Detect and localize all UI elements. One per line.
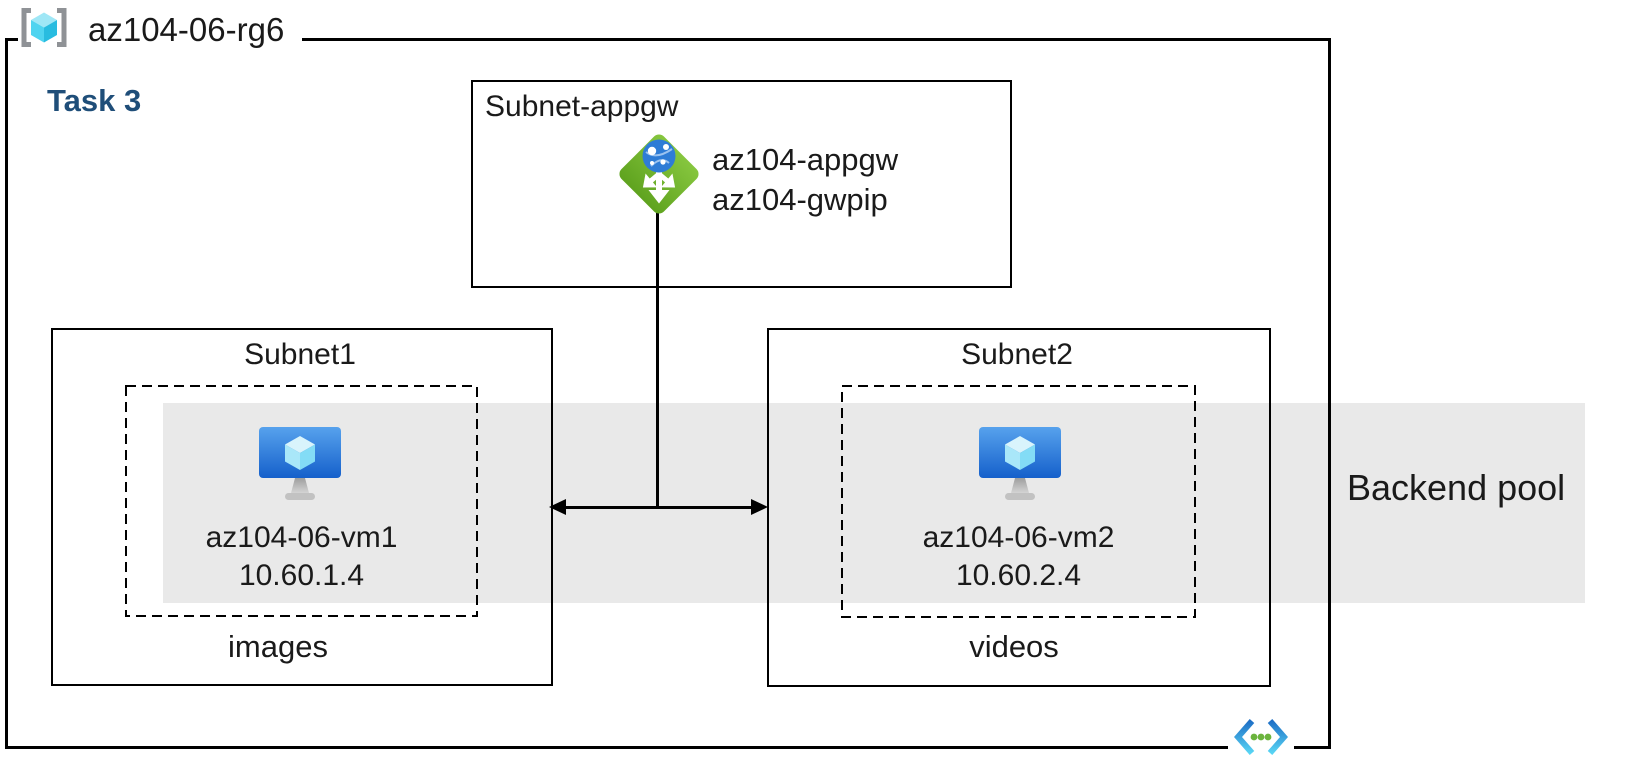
subnet1-label: Subnet1 [244, 338, 356, 371]
subnet2-dashed-group [841, 385, 1196, 618]
vm2-name: az104-06-vm2 [922, 521, 1115, 554]
subnet-appgw-box [471, 80, 1012, 288]
vm2-caption: az104-06-vm2 10.60.2.4 [842, 519, 1195, 595]
virtual-machine-icon [979, 427, 1061, 500]
subnet-appgw-label: Subnet-appgw [485, 90, 679, 123]
vm1-name: az104-06-vm1 [205, 521, 398, 554]
vm2-ip: 10.60.2.4 [955, 559, 1082, 592]
subnet2-label: Subnet2 [961, 338, 1073, 371]
vm1-ip: 10.60.1.4 [238, 559, 365, 592]
resource-group-name: az104-06-rg6 [88, 11, 285, 48]
gateway-connector-line [656, 212, 659, 509]
subnet1-container-label: images [228, 629, 328, 664]
backend-pool-label: Backend pool [1347, 467, 1566, 508]
resource-group-icon [21, 8, 67, 47]
application-gateway-names: az104-appgw az104-gwpip [712, 140, 898, 220]
backend-pool-band [163, 403, 1585, 603]
task-label: Task 3 [47, 83, 142, 118]
arrowhead-left [549, 499, 566, 515]
virtual-network-icon [1234, 719, 1288, 755]
arrowhead-right [751, 499, 768, 515]
subnet1-dashed-group [125, 385, 478, 617]
application-gateway-name: az104-appgw [712, 142, 899, 177]
subnet2-container-label: videos [969, 629, 1059, 664]
application-gateway-icon [619, 134, 699, 214]
virtual-machine-icon [259, 427, 341, 500]
gateway-public-ip-name: az104-gwpip [712, 182, 888, 217]
vm1-caption: az104-06-vm1 10.60.1.4 [126, 519, 477, 595]
subnet-arrow-line [563, 506, 753, 509]
